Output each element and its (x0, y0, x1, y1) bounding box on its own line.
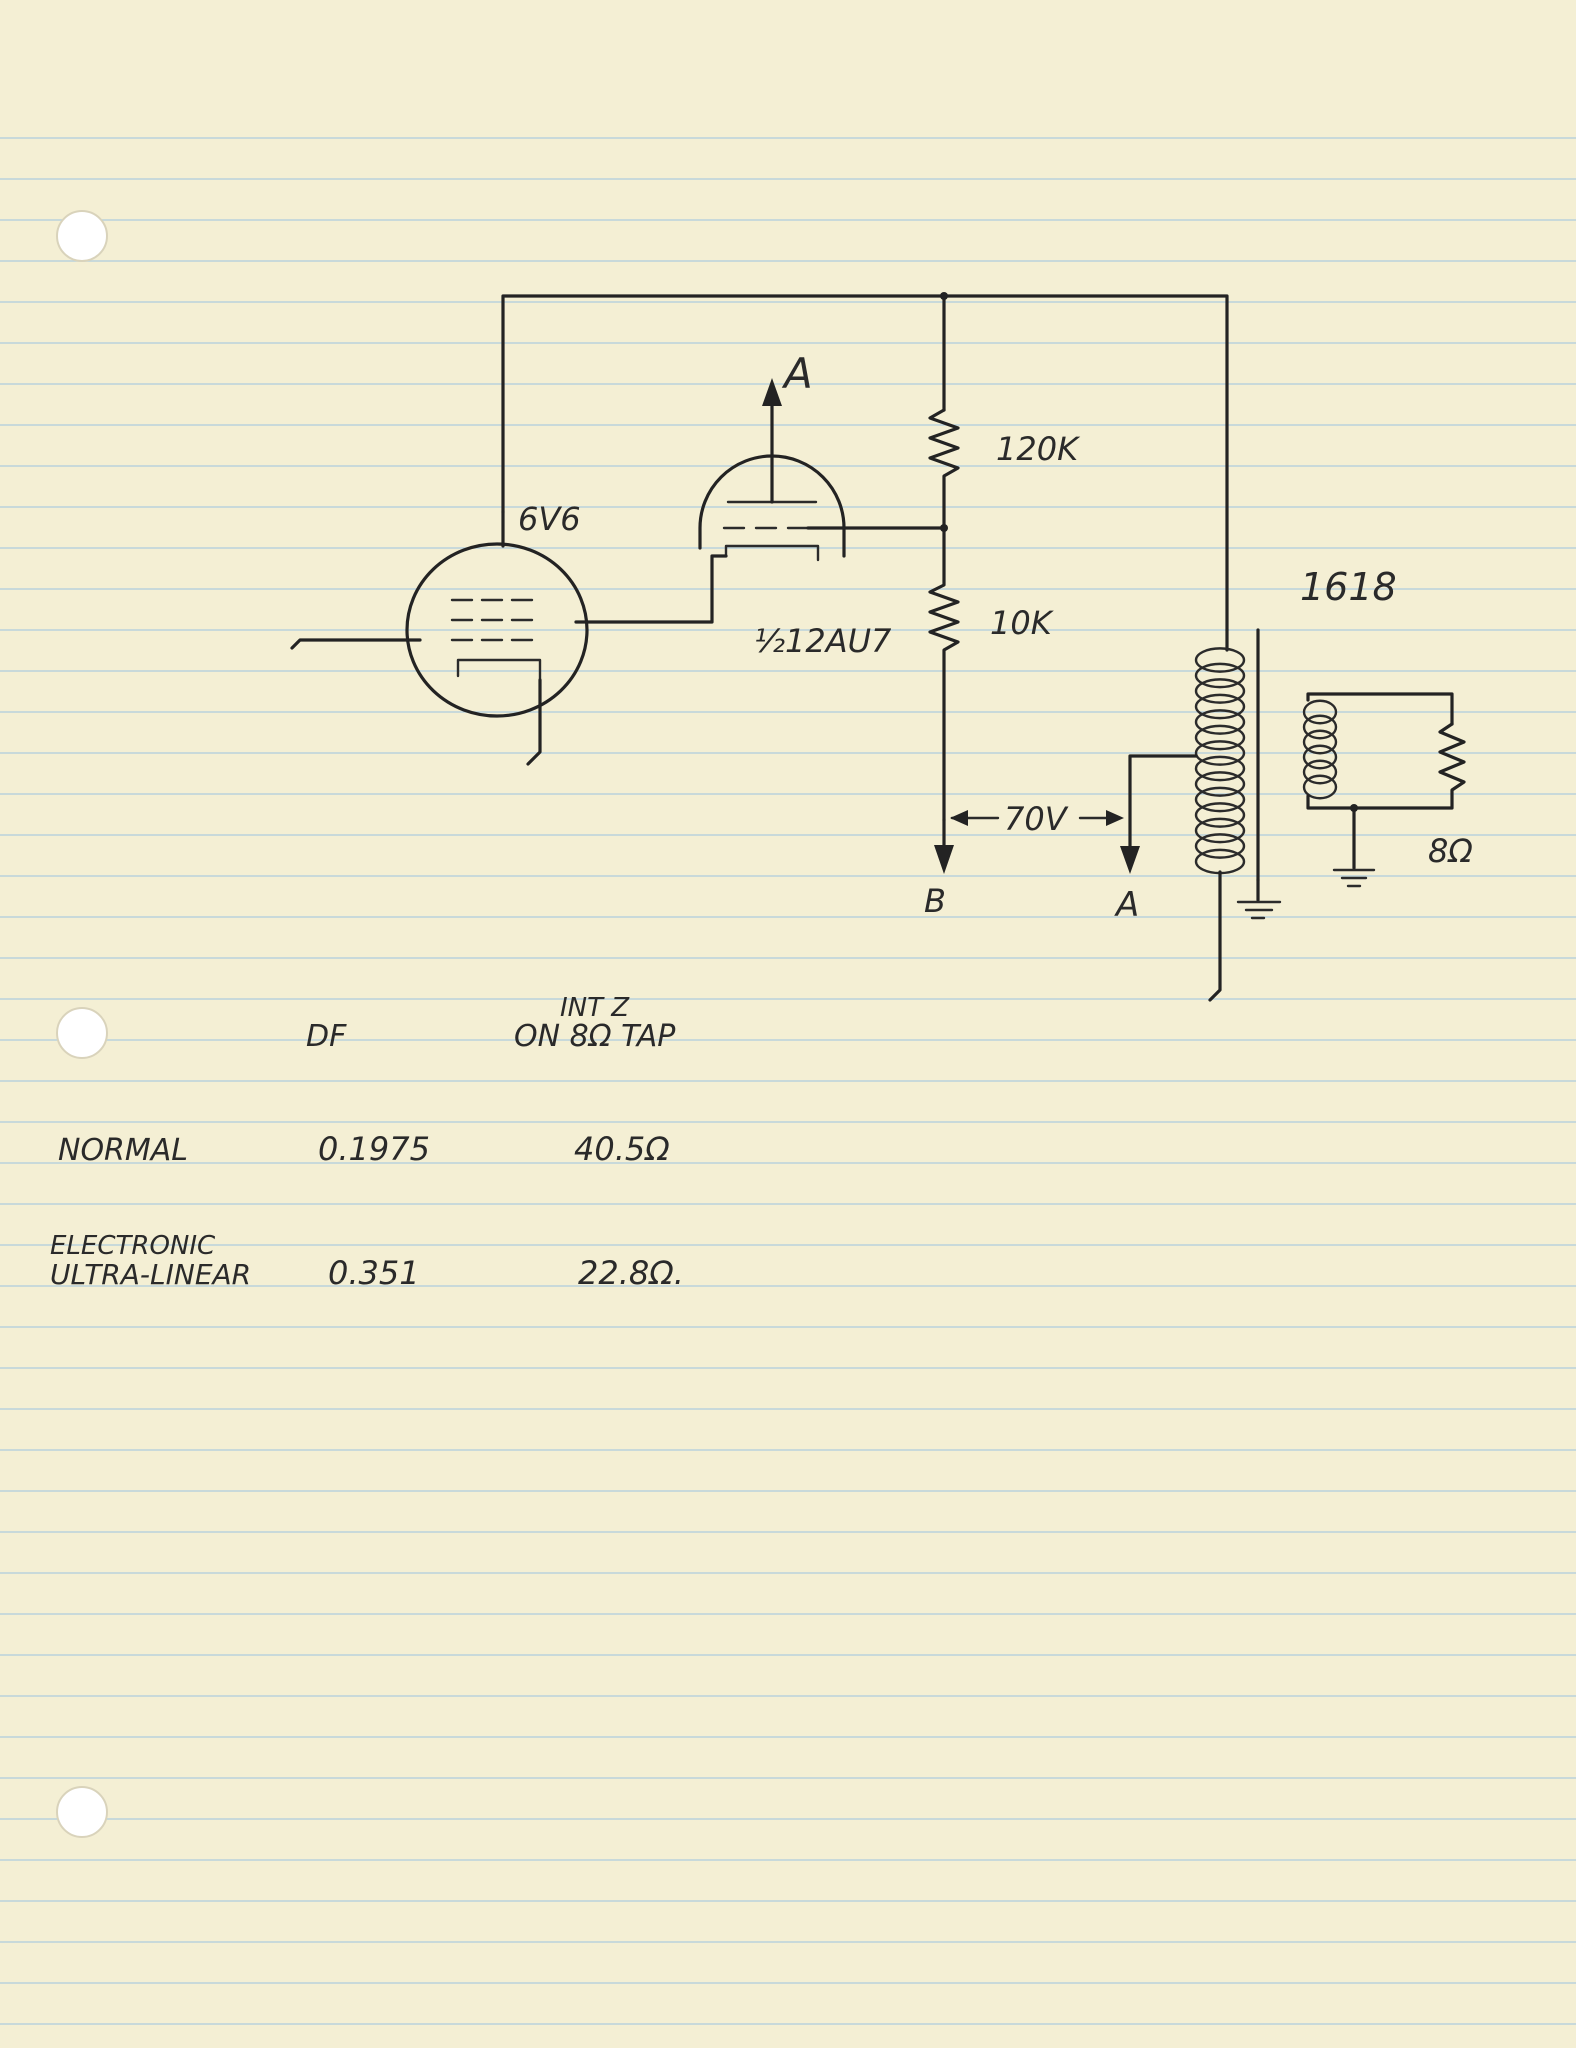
coil-turn (1302, 729, 1338, 755)
ruled-lines (0, 137, 1576, 2025)
row-ultralinear-intz: 22.8Ω. (578, 1254, 684, 1292)
coil-turn (1302, 759, 1338, 785)
row-ultralinear-df: 0.351 (328, 1254, 420, 1292)
row-ultralinear-label-line1: ELECTRONIC (50, 1231, 216, 1261)
ultralinear-tap-wire (1128, 754, 1198, 870)
transformer-primary-coil (1194, 647, 1246, 875)
coil-turn (1194, 693, 1246, 720)
coil-turn (1194, 771, 1246, 797)
coil-turn (1194, 786, 1246, 813)
cathode-to-ground-wire (526, 678, 542, 766)
secondary-ground-symbol (1332, 868, 1376, 888)
coil-turn (1302, 714, 1338, 740)
coil-turn (1194, 709, 1246, 735)
transformer-ground-symbol (1236, 900, 1282, 920)
row-normal-intz: 40.5Ω (574, 1130, 670, 1168)
coil-turn (1302, 744, 1338, 770)
label-arrow-a: A (781, 349, 813, 398)
voltage-arrowhead-right (1106, 810, 1124, 826)
coil-turn (1194, 662, 1246, 689)
tube-6v6-grids (450, 598, 534, 642)
label-6v6: 6V6 (518, 500, 581, 538)
coil-turn (1194, 724, 1246, 751)
12au7-arrowhead (762, 378, 782, 406)
header-int-z: INT Z (560, 993, 630, 1023)
label-load-8ohm: 8Ω (1428, 832, 1473, 870)
top-bus-wire (501, 294, 1229, 632)
coil-turn (1302, 699, 1338, 725)
primary-bottom-lead (1208, 870, 1222, 1002)
binder-hole-bottom (56, 1786, 108, 1838)
amplifier-schematic: 6V6 ½12AU7 120K 10K 1618 8Ω A A B 70V (290, 292, 1473, 1002)
coil-turn (1194, 817, 1246, 844)
coil-turn (1194, 678, 1246, 704)
coil-turn (1194, 802, 1246, 828)
resistor-120k (928, 408, 960, 530)
binder-holes (56, 210, 108, 1838)
row-ultralinear-label-line2: ULTRA-LINEAR (50, 1258, 251, 1291)
voltage-arrowhead-left (950, 810, 968, 826)
tube-6v6-envelope (405, 542, 589, 718)
b-arrowhead (934, 845, 954, 874)
measurement-table: DF INT Z ON 8Ω TAP NORMAL 0.1975 40.5Ω E… (50, 993, 684, 1292)
tube-12au7-cathode (724, 544, 820, 562)
secondary-loop-wire (1306, 692, 1454, 726)
label-point-a: A (1114, 885, 1139, 925)
binder-hole-middle (56, 1007, 108, 1059)
coil-turn (1194, 833, 1246, 859)
binder-hole-top (56, 210, 108, 262)
label-voltage-70v: 70V (1004, 800, 1069, 838)
coil-turn (1194, 740, 1246, 766)
label-10k: 10K (990, 604, 1055, 642)
row-normal-label: NORMAL (58, 1133, 188, 1168)
label-transformer-1618: 1618 (1300, 565, 1397, 609)
load-resistor-8ohm (1306, 722, 1466, 810)
12au7-cathode-to-6v6-grid-wire (574, 554, 728, 624)
coil-turn (1302, 774, 1338, 800)
label-12au7: ½12AU7 (754, 622, 892, 660)
label-120k: 120K (996, 430, 1081, 468)
tube-6v6-cathode (456, 658, 542, 682)
input-grid-wire (290, 638, 422, 650)
coil-turn (1194, 755, 1246, 782)
coil-turn (1194, 647, 1246, 673)
label-point-b: B (924, 882, 946, 920)
junction-dot-top (940, 292, 948, 300)
transformer-secondary-coil (1302, 699, 1338, 800)
row-normal-df: 0.1975 (318, 1130, 430, 1168)
header-on-8-ohm-tap: ON 8Ω TAP (514, 1019, 676, 1054)
resistor-10k (928, 526, 960, 822)
header-df: DF (306, 1019, 347, 1054)
tap-a-arrowhead (1120, 846, 1140, 874)
